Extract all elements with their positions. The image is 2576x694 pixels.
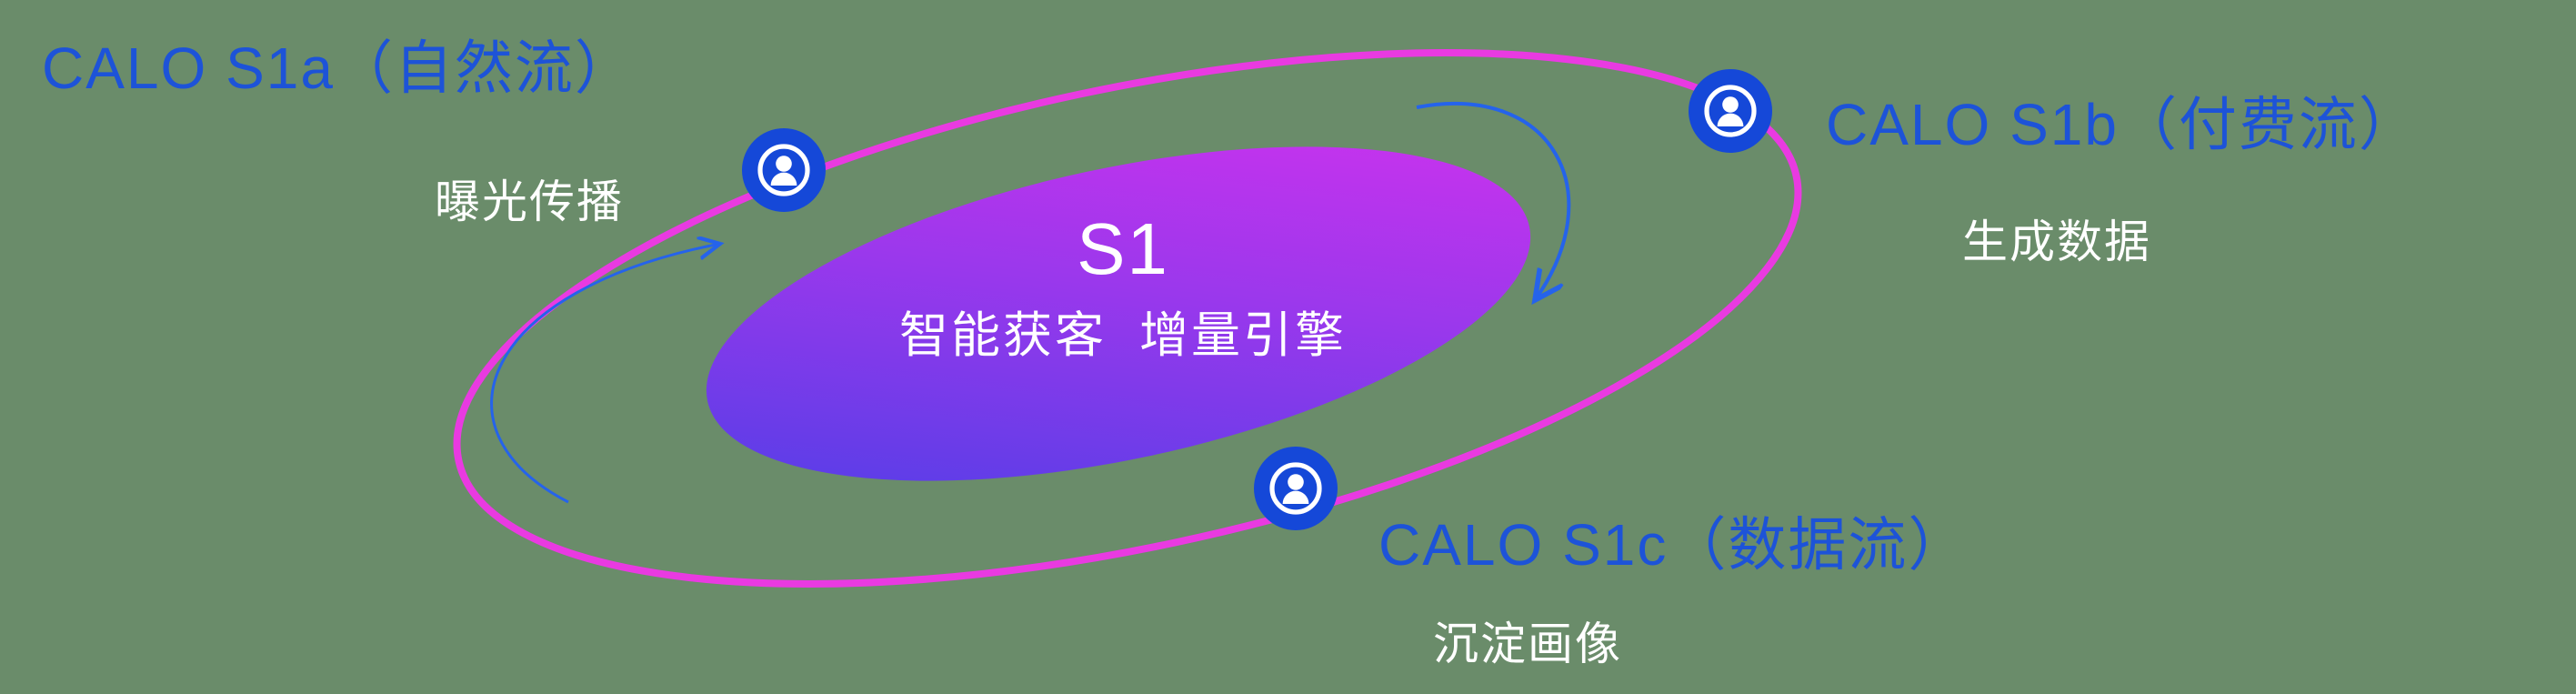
user-icon: [742, 128, 826, 212]
node-icon-s1a: [740, 126, 827, 214]
orbit-ellipse: [453, 49, 1802, 588]
node-label-s1b: CALO S1b（付费流）: [1826, 92, 2419, 157]
user-icon: [1689, 69, 1772, 153]
core-ellipse: [706, 146, 1531, 481]
node-caption-s1b: 生成数据: [1962, 216, 2151, 267]
node-icon-s1b: [1687, 67, 1774, 155]
flow-arrow-right: [1416, 101, 1571, 300]
node-label-s1c: CALO S1c（数据流）: [1378, 512, 1969, 578]
core-title: S1: [1077, 208, 1169, 289]
flow-arrow-left: [490, 244, 720, 504]
node-label-s1a: CALO S1a（自然流）: [42, 35, 635, 101]
core-subtitle: 智能获客 增量引擎: [898, 308, 1348, 363]
node-icon-s1c: [1252, 445, 1339, 532]
node-caption-s1c: 沉淀画像: [1433, 619, 1622, 669]
user-icon: [1254, 447, 1338, 530]
node-caption-s1a: 曝光传播: [435, 176, 624, 227]
